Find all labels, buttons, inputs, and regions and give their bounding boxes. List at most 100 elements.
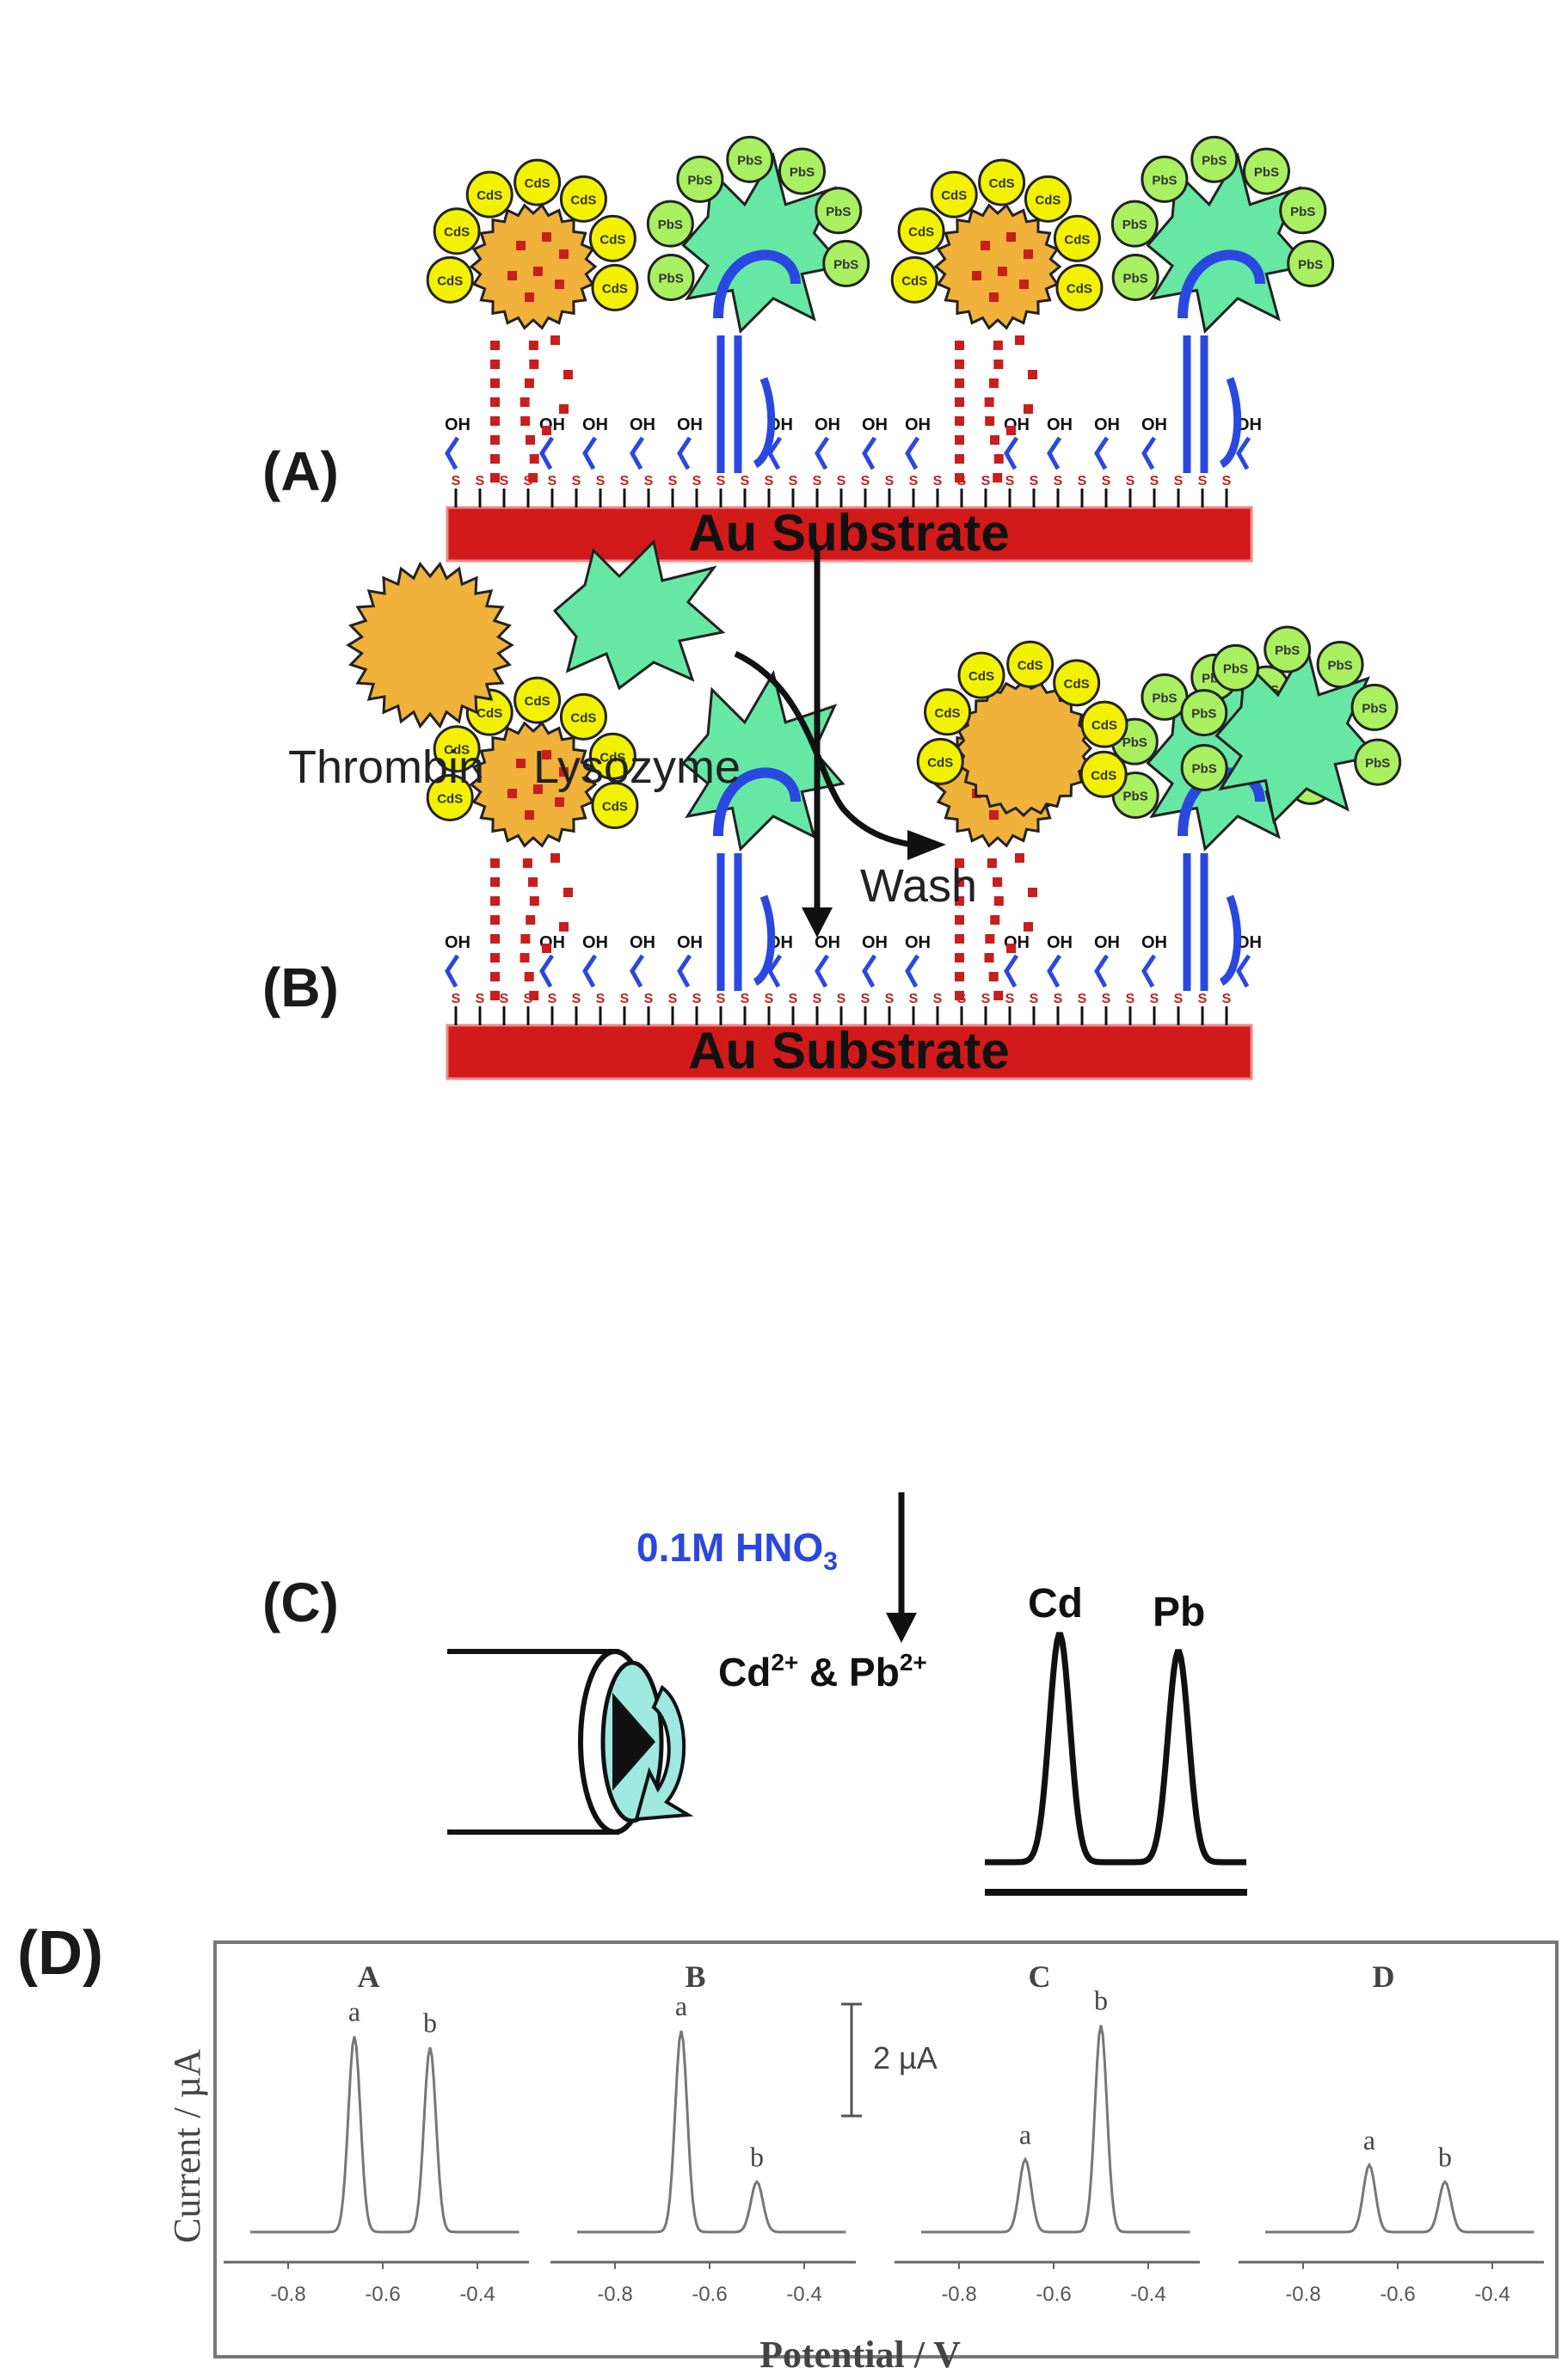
sulfur-label: S [620, 992, 630, 1006]
cds-quantum-dot-label: CdS [525, 176, 550, 191]
hydroxyl-label: OH [905, 933, 931, 952]
cds-quantum-dot [465, 170, 513, 218]
pbs-quantum-dot-label: PbS [1122, 218, 1147, 232]
washed-cds-dot-label: CdS [1064, 677, 1090, 692]
cds-quantum-dot [591, 263, 639, 311]
thrombin-aptamer-dot [490, 934, 500, 944]
sulfur-label: S [1102, 474, 1111, 489]
sulfur-label: S [1030, 474, 1039, 489]
washed-cds-dot [916, 737, 964, 785]
sulfur-label: S [668, 992, 678, 1006]
subplot-tick-label: -0.8 [1285, 2283, 1320, 2306]
sulfur-label: S [524, 474, 533, 489]
washed-pbs-dot [1354, 738, 1402, 786]
cds-quantum-dot [1053, 214, 1101, 262]
thrombin-aptamer-dot [520, 416, 531, 426]
thrombin-aptamer-dot [955, 896, 964, 906]
pbs-quantum-dot-label: PbS [687, 173, 712, 188]
sulfur-label: S [933, 992, 943, 1006]
subplot-title: D [1373, 1959, 1395, 1994]
washed-pbs-dot [1316, 641, 1364, 689]
thrombin-aptamer-dot [490, 360, 500, 369]
sulfur-label: S [476, 474, 485, 489]
washed-pbs-dot-label: PbS [1328, 659, 1353, 673]
thrombin-aptamer-dot [955, 953, 964, 962]
pbs-quantum-dot-label: PbS [659, 271, 684, 286]
sulfur-label: S [1005, 992, 1015, 1006]
electrode [447, 1649, 694, 1835]
thrombin-aptamer-dot [985, 416, 995, 426]
thrombin-aptamer-dot [955, 360, 964, 369]
pbs-quantum-dot-label: PbS [737, 153, 762, 168]
cds-quantum-dot [930, 170, 978, 218]
spacer-linker [1094, 954, 1110, 988]
thrombin-aptamer-dot [993, 454, 1004, 464]
thrombin-aptamer-dot [993, 877, 1003, 887]
thrombin-aptamer-dot [529, 454, 539, 464]
thrombin-aptamer-dot [490, 896, 500, 906]
thrombin-aptamer-dot [1028, 888, 1037, 897]
panel-label-a: (A) [262, 440, 339, 502]
thrombin-aptamer-dot [972, 271, 981, 280]
wash-label: Wash [860, 860, 977, 912]
thrombin-aptamer-dot [555, 797, 564, 807]
thrombin-aptamer-dot [988, 972, 999, 981]
sulfur-label: S [1102, 992, 1111, 1006]
thrombin-aptamer-dot [1024, 922, 1033, 932]
thrombin-aptamer-dot [490, 473, 500, 483]
thrombin-aptamer-dot [993, 360, 1004, 369]
sulfur-label: S [885, 474, 895, 489]
washed-pbs-dot-label: PbS [1362, 701, 1387, 716]
cds-quantum-dot [897, 207, 945, 255]
sulfur-label: S [981, 992, 991, 1006]
thrombin-aptamer-dot [520, 397, 530, 407]
thrombin-aptamer-dot [490, 972, 500, 981]
thrombin-aptamer-dot [988, 378, 999, 388]
spacer-linker [767, 436, 783, 470]
thrombin-aptamer-dot [955, 934, 964, 944]
sulfur-label: S [1198, 992, 1208, 1006]
spacer-linker [1004, 954, 1019, 988]
spacer-linker [905, 954, 920, 988]
sulfur-label: S [861, 474, 870, 489]
lysozyme-aptamer-hook [753, 895, 776, 987]
lysozyme-aptamer-hook [1219, 895, 1242, 987]
thrombin-aptamer-dot [533, 784, 543, 794]
cds-quantum-dot [978, 158, 1026, 206]
hydroxyl-label: OH [1094, 933, 1120, 952]
pbs-quantum-dot [647, 253, 695, 301]
current-scale-bar [841, 2002, 862, 2118]
thrombin-aptamer-dot [542, 426, 551, 435]
panel-label-d: (D) [17, 1919, 103, 1988]
cds-quantum-dot-label: CdS [600, 750, 625, 765]
washed-pbs-dot-label: PbS [1365, 756, 1390, 771]
thrombin-aptamer-dot [1015, 853, 1024, 863]
cds-quantum-dot-label: CdS [477, 188, 502, 203]
thrombin-aptamer-dot [524, 378, 534, 388]
subplot-tick-label: -0.6 [1036, 2283, 1071, 2306]
sulfur-label: S [548, 992, 557, 1006]
sulfur-label: S [524, 992, 533, 1006]
thrombin-aptamer-dot [522, 858, 532, 868]
cds-quantum-dot-label: CdS [437, 791, 463, 806]
subplot-trace [577, 2030, 846, 2234]
cds-quantum-dot [559, 692, 607, 741]
sulfur-label: S [1030, 992, 1039, 1006]
thrombin-aptamer-dot [525, 292, 534, 302]
spacer-linker [677, 954, 692, 988]
thrombin-aptamer-dot [998, 267, 1007, 276]
subplot-title: C [1029, 1959, 1051, 1994]
washed-cds-dot [1006, 640, 1055, 688]
subplot-tick-label: -0.4 [459, 2283, 495, 2306]
washed-pbs-dot-label: PbS [1191, 707, 1216, 722]
thrombin-aptamer-dot [981, 241, 990, 250]
thrombin-aptamer-dot [529, 360, 539, 369]
spacer-linker [582, 436, 598, 470]
cds-quantum-dot-label: CdS [908, 225, 934, 240]
thrombin-aptamer-dot [490, 953, 500, 962]
subplot-tick-label: -0.6 [365, 2283, 400, 2306]
hydroxyl-label: OH [677, 415, 703, 434]
